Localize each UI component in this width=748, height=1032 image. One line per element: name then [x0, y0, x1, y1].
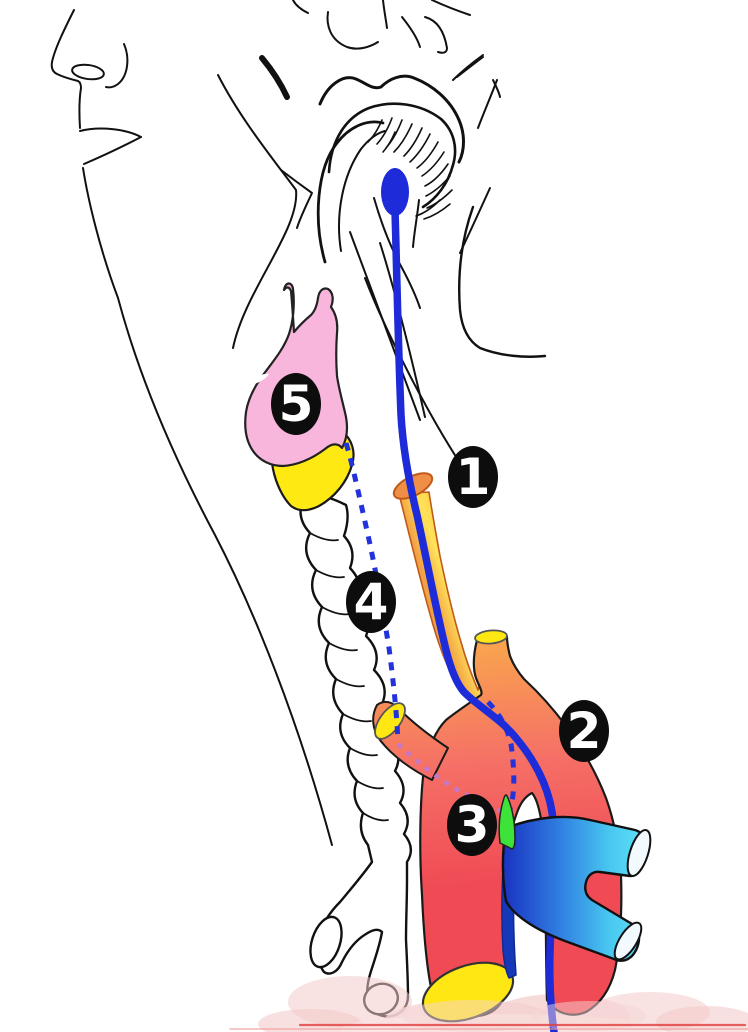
face-line-art — [50, 0, 547, 846]
head-curve-4 — [401, 16, 421, 48]
label-badge-2: 2 — [559, 700, 609, 762]
cheek-curve-2 — [477, 79, 498, 129]
lung-texture-foreground — [229, 1000, 748, 1032]
trachea-tube — [299, 493, 412, 1018]
pharynx-line-2 — [412, 199, 420, 248]
pulmonary-upper-cut-end — [626, 829, 652, 877]
cheek-curve-1 — [452, 54, 484, 81]
pulmonary-lower-cut-end — [613, 921, 643, 961]
label-badge-4: 4 — [346, 571, 396, 633]
larynx-highlight — [252, 373, 269, 384]
pharynx-line-1 — [373, 197, 421, 309]
left-bronchus-opening — [309, 915, 343, 969]
carotid-cut-end — [474, 629, 508, 645]
neck-line-3 — [364, 277, 471, 479]
mandible-outline — [458, 205, 547, 358]
head-curve-3 — [382, 0, 388, 29]
ligament-green-wedge — [498, 794, 516, 850]
label-badge-3: 3 — [447, 794, 497, 856]
ear-curve-2 — [492, 79, 501, 98]
label-badge-5: 5 — [271, 373, 321, 435]
cheek-curve-3 — [459, 187, 491, 254]
chin-neck-profile-line — [82, 167, 333, 846]
label-badge-1: 1 — [448, 446, 498, 508]
nose-wing-line — [105, 43, 129, 89]
ear-curve-1 — [456, 56, 484, 78]
head-curve-1 — [292, 0, 309, 14]
jaw-shadow-stroke — [259, 55, 290, 100]
philtrum-line — [78, 87, 82, 129]
tongue-outer-outline — [316, 120, 385, 264]
head-curve-5 — [424, 16, 448, 54]
nostril-outline — [71, 63, 105, 81]
cheek-jaw-line — [217, 74, 298, 349]
pulmonary-artery — [501, 815, 652, 962]
head-curve-2 — [326, 11, 379, 50]
nerve-tongue-bulb — [381, 168, 409, 216]
jaw-inner-curve — [280, 169, 313, 229]
head-curve-6 — [431, 0, 471, 16]
nose-profile-line — [50, 9, 82, 89]
palate-outline — [318, 74, 465, 164]
upper-lip-line — [79, 127, 142, 138]
lower-lip-line — [83, 136, 142, 165]
tongue-hatch-lines — [367, 117, 453, 220]
tongue-inner-fold — [338, 130, 386, 252]
